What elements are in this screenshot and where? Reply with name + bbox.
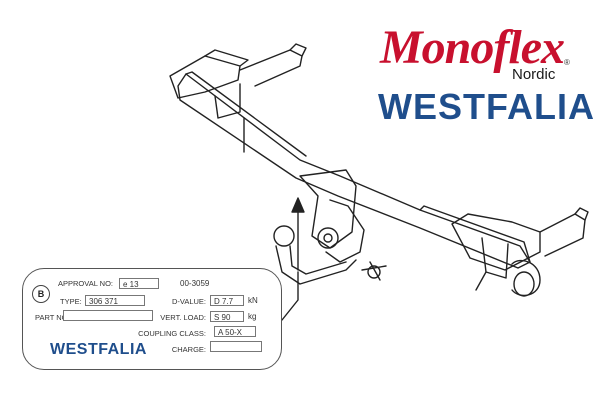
part-no-field (63, 310, 153, 321)
approval-badge: B (32, 285, 50, 303)
left-arm (239, 49, 303, 87)
part-no-label: PART NO: (35, 313, 70, 322)
d-value-label: D-VALUE: (171, 297, 206, 306)
right-bracket (451, 213, 541, 271)
type-label: TYPE: (60, 297, 82, 306)
approval-number: 00-3059 (180, 279, 210, 288)
charge-field (210, 341, 262, 352)
registered-mark: ® (564, 58, 570, 67)
coupling-class-label: COUPLING CLASS: (138, 329, 206, 338)
vert-load-field: S 90 (210, 311, 244, 322)
plate-westfalia-logo: WESTFALIA (50, 341, 147, 358)
coupling-class-field: A 50-X (214, 326, 256, 337)
approval-prefix-field: e 13 (119, 278, 159, 289)
type-field: 306 371 (85, 295, 145, 306)
vert-load-unit: kg (248, 312, 257, 321)
vert-load-label: VERT. LOAD: (160, 313, 206, 322)
d-value-field: D 7.7 (210, 295, 244, 306)
westfalia-logo: WESTFALIA (378, 86, 595, 127)
center-mount (299, 169, 357, 249)
charge-label: CHARGE: (171, 345, 206, 354)
left-bracket (169, 55, 241, 99)
right-arm (539, 213, 586, 257)
tow-ball (273, 225, 295, 247)
monoflex-logo: Monoflex (380, 21, 565, 74)
approval-no-label: APPROVAL NO: (58, 279, 114, 288)
nordic-logo-text: Nordic (512, 66, 556, 83)
d-value-unit: kN (248, 296, 258, 305)
